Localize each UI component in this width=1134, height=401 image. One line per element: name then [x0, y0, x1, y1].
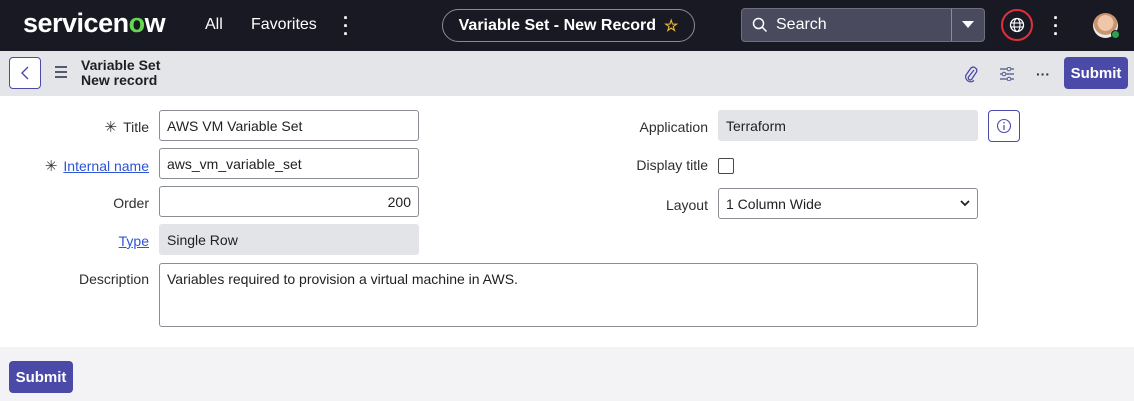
application-field: Terraform [718, 110, 978, 141]
order-label: Order [113, 195, 149, 211]
more-options-icon[interactable]: ··· [1053, 8, 1059, 44]
info-icon [996, 118, 1012, 134]
search-icon [752, 17, 768, 33]
caret-down-icon [962, 21, 974, 28]
globe-icon [1009, 17, 1025, 33]
title-input[interactable]: AWS VM Variable Set [159, 110, 419, 141]
required-asterisk-icon: ✳ [104, 119, 118, 136]
form-context-menu-icon[interactable] [55, 66, 67, 81]
more-actions-icon[interactable]: ··· [1036, 66, 1050, 82]
attachment-icon[interactable] [960, 63, 982, 85]
application-info-button[interactable] [988, 110, 1020, 142]
display-title-label: Display title [636, 157, 708, 173]
nav-favorites[interactable]: Favorites [251, 16, 317, 33]
global-search[interactable]: Search [741, 8, 985, 42]
type-field: Single Row [159, 224, 419, 255]
title-label: ✳Title [104, 119, 149, 136]
internal-name-label: ✳ Internal name [20, 157, 149, 175]
display-title-checkbox[interactable] [718, 158, 734, 174]
more-menu-icon[interactable]: ··· [343, 8, 349, 44]
chevron-left-icon [21, 66, 29, 80]
user-avatar[interactable] [1093, 13, 1120, 39]
order-input[interactable]: 200 [159, 186, 419, 217]
top-navigation-bar: servicenow All Favorites ··· Variable Se… [0, 0, 1134, 51]
type-label: Type [40, 233, 149, 249]
submit-button-top[interactable]: Submit [1064, 57, 1128, 89]
submit-button-bottom[interactable]: Submit [9, 361, 73, 393]
star-icon[interactable]: ☆ [664, 17, 679, 35]
chevron-down-icon [960, 200, 970, 207]
required-asterisk-icon: ✳ [44, 158, 58, 175]
back-button[interactable] [9, 57, 41, 89]
context-title: Variable Set - New Record [458, 16, 657, 34]
description-label: Description [78, 271, 149, 287]
nav-all[interactable]: All [205, 16, 223, 33]
internal-name-input[interactable]: aws_vm_variable_set [159, 148, 419, 179]
layout-label: Layout [665, 197, 708, 213]
search-scope-dropdown[interactable] [951, 9, 984, 41]
personalize-form-icon[interactable] [996, 63, 1018, 85]
layout-select[interactable]: 1 Column Wide [718, 188, 978, 219]
variable-set-form: ✳Title AWS VM Variable Set ✳ Internal nam… [0, 96, 1134, 347]
form-footer: Submit [0, 347, 1134, 401]
context-title-pill[interactable]: Variable Set - New Record ☆ [442, 9, 695, 42]
online-status-dot [1111, 30, 1120, 39]
search-input[interactable]: Search [776, 16, 827, 33]
form-header: Variable Set New record ··· Submit [0, 51, 1134, 96]
language-globe-button[interactable] [1001, 9, 1033, 41]
servicenow-logo[interactable]: servicenow [23, 8, 166, 38]
internal-name-link[interactable]: Internal name [63, 158, 149, 174]
description-textarea[interactable]: Variables required to provision a virtua… [159, 263, 978, 327]
record-title: Variable Set New record [81, 57, 161, 88]
type-link[interactable]: Type [118, 233, 149, 249]
application-label: Application [639, 119, 709, 135]
